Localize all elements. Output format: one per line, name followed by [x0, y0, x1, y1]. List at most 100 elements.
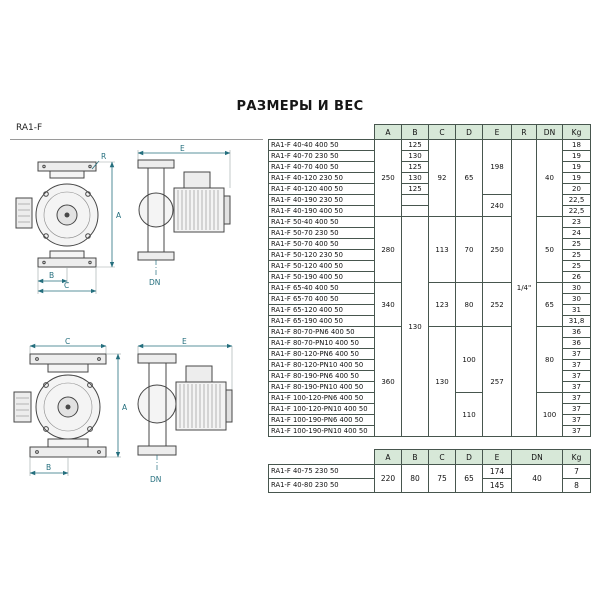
- value-cell: 8: [562, 478, 591, 493]
- model-cell: RA1-F 40-120 400 50: [268, 183, 375, 195]
- model-cell: RA1-F 80-120-PN10 400 50: [268, 359, 375, 371]
- value-cell: 37: [562, 381, 591, 393]
- value-cell: [401, 194, 429, 206]
- pump-front-view-small: R A B C: [15, 152, 122, 294]
- value-cell: 250: [482, 216, 512, 283]
- value-cell: 125: [401, 161, 429, 173]
- value-cell: 1/4": [511, 139, 537, 437]
- dim-label-a: A: [122, 403, 128, 412]
- value-cell: 26: [562, 271, 591, 283]
- value-cell: 19: [562, 150, 591, 162]
- drawing-series-label: RA1-F: [16, 123, 43, 133]
- value-cell: 80: [536, 326, 563, 393]
- value-cell: 40: [511, 464, 563, 493]
- value-cell: 360: [374, 326, 402, 437]
- value-cell: 37: [562, 403, 591, 415]
- value-cell: 22,5: [562, 194, 591, 206]
- value-cell: 36: [562, 326, 591, 338]
- model-cell: RA1-F 50-190 400 50: [268, 271, 375, 283]
- value-cell: 80: [455, 282, 483, 327]
- dim-label-b: B: [49, 271, 54, 280]
- col-header-a: A: [374, 449, 402, 465]
- dim-label-c: C: [64, 281, 69, 290]
- value-cell: 198: [482, 139, 512, 195]
- model-cell: RA1-F 50-120 230 50: [268, 249, 375, 261]
- pump-front-view-large: C A B: [13, 337, 128, 476]
- value-cell: 25: [562, 238, 591, 250]
- value-cell: 37: [562, 425, 591, 437]
- model-cell: RA1-F 100-120-PN10 400 50: [268, 403, 375, 415]
- value-cell: 37: [562, 414, 591, 426]
- model-cell: RA1-F 40-80 230 50: [268, 478, 375, 493]
- value-cell: 280: [374, 216, 402, 283]
- col-header-dn: DN: [536, 124, 563, 140]
- value-cell: 37: [562, 370, 591, 382]
- value-cell: 65: [455, 464, 483, 493]
- dim-label-b: B: [46, 463, 51, 472]
- value-cell: 80: [401, 464, 429, 493]
- col-header-blank: [269, 125, 375, 140]
- value-cell: 75: [428, 464, 456, 493]
- dim-label-e: E: [180, 144, 185, 153]
- value-cell: 123: [428, 282, 456, 327]
- value-cell: 19: [562, 161, 591, 173]
- model-cell: RA1-F 40-190 400 50: [268, 205, 375, 217]
- model-cell: RA1-F 50-70 400 50: [268, 238, 375, 250]
- model-cell: RA1-F 65-190 400 50: [268, 315, 375, 327]
- model-cell: RA1-F 40-190 230 50: [268, 194, 375, 206]
- value-cell: 110: [455, 392, 483, 437]
- col-header-d: D: [455, 124, 483, 140]
- divider-line: [10, 139, 263, 140]
- col-header-e: E: [482, 449, 512, 465]
- value-cell: 113: [428, 216, 456, 283]
- table-row: RA1-F 50-120 230 50 25: [268, 249, 591, 261]
- dim-label-r: R: [101, 152, 106, 161]
- col-header-dn: DN: [511, 449, 563, 465]
- value-cell: [401, 205, 429, 217]
- model-cell: RA1-F 80-190-PN6 400 50: [268, 370, 375, 382]
- value-cell: 92: [428, 139, 456, 217]
- value-cell: 23: [562, 216, 591, 228]
- col-header-c: C: [428, 449, 456, 465]
- value-cell: 65: [536, 282, 563, 327]
- model-cell: RA1-F 100-120-PN6 400 50: [268, 392, 375, 404]
- value-cell: 125: [401, 139, 429, 151]
- value-cell: 250: [374, 139, 402, 217]
- value-cell: 30: [562, 293, 591, 305]
- col-header-b: B: [401, 124, 429, 140]
- model-cell: RA1-F 100-190-PN10 400 50: [268, 425, 375, 437]
- value-cell: 130: [401, 216, 429, 437]
- pump-side-view-large: E DN: [137, 337, 233, 484]
- value-cell: 100: [455, 326, 483, 393]
- col-header-kg: Kg: [562, 449, 591, 465]
- model-cell: RA1-F 50-40 400 50: [268, 216, 375, 228]
- value-cell: 65: [455, 139, 483, 217]
- value-cell: 7: [562, 464, 591, 479]
- col-header-a: A: [374, 124, 402, 140]
- value-cell: 40: [536, 139, 563, 217]
- model-cell: RA1-F 65-40 400 50: [268, 282, 375, 294]
- value-cell: 30: [562, 282, 591, 294]
- value-cell: 174: [482, 464, 512, 479]
- col-header-r: R: [511, 124, 537, 140]
- value-cell: 125: [401, 183, 429, 195]
- value-cell: 25: [562, 249, 591, 261]
- model-cell: RA1-F 100-190-PN6 400 50: [268, 414, 375, 426]
- model-cell: RA1-F 40-70 230 50: [268, 150, 375, 162]
- dim-label-dn: DN: [149, 278, 160, 287]
- value-cell: 257: [482, 326, 512, 437]
- model-cell: RA1-F 40-40 400 50: [268, 139, 375, 151]
- value-cell: 22,5: [562, 205, 591, 217]
- value-cell: 100: [536, 392, 563, 437]
- model-cell: RA1-F 80-70-PN10 400 50: [268, 337, 375, 349]
- model-cell: RA1-F 50-120 400 50: [268, 260, 375, 272]
